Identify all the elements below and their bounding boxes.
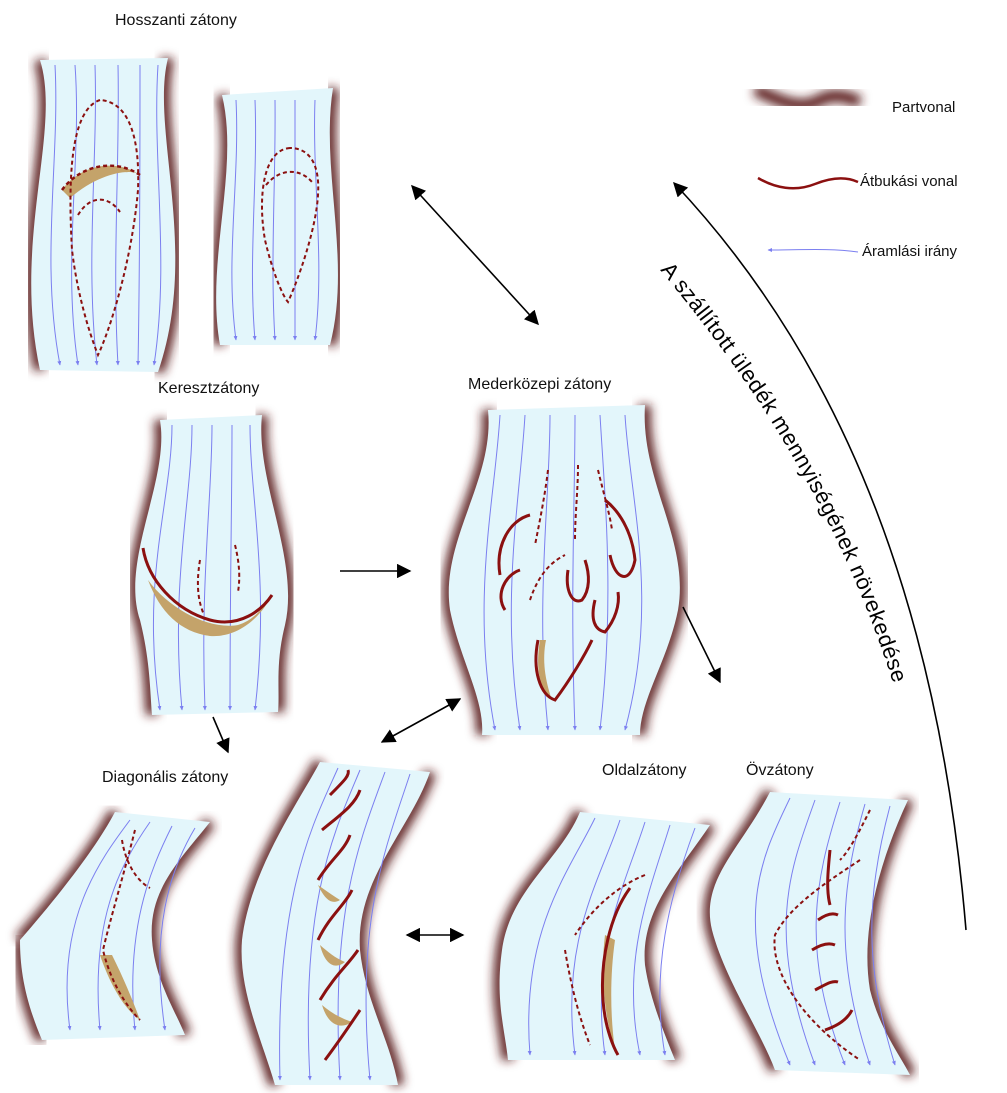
- legend-flow-icon: [768, 250, 858, 253]
- water: [20, 812, 210, 1040]
- label-side: Oldalzátony: [602, 762, 687, 779]
- panel-longitudinal-2: [216, 88, 338, 345]
- arrow-midchannel-diagonal: [382, 699, 460, 742]
- water: [216, 88, 338, 345]
- panel-point: [710, 792, 910, 1075]
- legend-flow: Áramlási irány: [768, 243, 958, 260]
- legend-flow-label: Áramlási irány: [862, 243, 958, 260]
- legend-slipface: Átbukási vonal: [758, 173, 958, 190]
- legend-slipface-icon: [758, 178, 858, 188]
- legend-bank-icon: [755, 90, 860, 105]
- panel-diagonal-1: [20, 812, 210, 1040]
- arrow-transverse-diagonal: [213, 717, 228, 752]
- panel-side: [500, 812, 710, 1060]
- arrow-longitudinal-midchannel: [412, 186, 538, 324]
- legend-bank-label: Partvonal: [892, 99, 955, 116]
- legend: Partvonal Átbukási vonal Áramlási irány: [755, 90, 958, 260]
- panel-longitudinal-1: [31, 58, 175, 372]
- sediment-trend-text: A szállított üledék mennyiségének növeke…: [656, 257, 912, 685]
- sediment-trend-label: A szállított üledék mennyiségének növeke…: [656, 257, 912, 685]
- legend-slipface-label: Átbukási vonal: [860, 173, 958, 190]
- label-midchannel: Mederközepi zátony: [468, 376, 611, 393]
- panel-diagonal-2: [242, 762, 430, 1085]
- panel-transverse: [135, 415, 288, 715]
- label-diagonal: Diagonális zátony: [102, 769, 228, 786]
- arrow-midchannel-side: [683, 607, 720, 682]
- label-longitudinal: Hosszanti zátony: [115, 12, 237, 29]
- label-transverse: Keresztzátony: [158, 380, 259, 397]
- legend-bank: Partvonal: [755, 90, 955, 116]
- panel-midchannel: [449, 405, 680, 735]
- label-point: Övzátony: [746, 761, 814, 779]
- water: [31, 58, 175, 372]
- water: [242, 762, 430, 1085]
